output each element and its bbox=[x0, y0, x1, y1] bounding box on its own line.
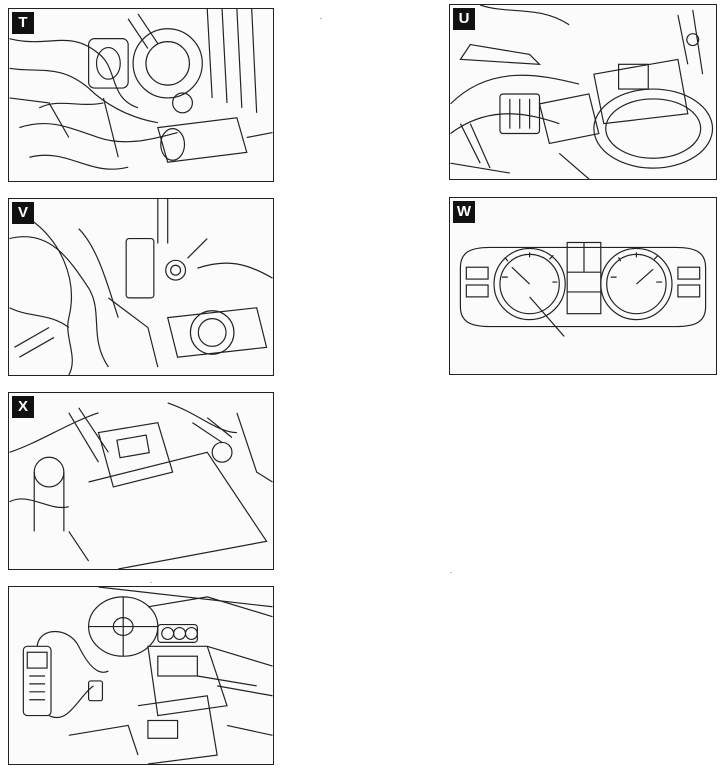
panel-label-w: W bbox=[453, 201, 475, 223]
figure-panel-w: W bbox=[449, 197, 717, 375]
sensor-illustration-v bbox=[9, 199, 273, 375]
throttle-body-illustration-u bbox=[450, 5, 714, 179]
scan-speck bbox=[320, 18, 322, 19]
diagnostic-tester-illustration bbox=[22, 587, 273, 764]
scan-speck bbox=[450, 572, 452, 573]
panel-label-v: V bbox=[12, 202, 34, 224]
figure-panel-t: T bbox=[8, 8, 274, 182]
figure-panel-diagnostic-tool bbox=[8, 586, 274, 765]
figure-panel-x: X bbox=[8, 392, 274, 570]
panel-label-t: T bbox=[12, 12, 34, 34]
figure-panel-v: V bbox=[8, 198, 274, 376]
figure-panel-u: U bbox=[449, 4, 717, 180]
panel-label-u: U bbox=[453, 8, 475, 30]
instrument-cluster-illustration-w bbox=[459, 241, 707, 337]
engine-bay-illustration-t bbox=[9, 9, 273, 170]
panel-label-x: X bbox=[12, 396, 34, 418]
ecu-illustration-x bbox=[9, 402, 273, 569]
scan-speck bbox=[150, 582, 152, 583]
